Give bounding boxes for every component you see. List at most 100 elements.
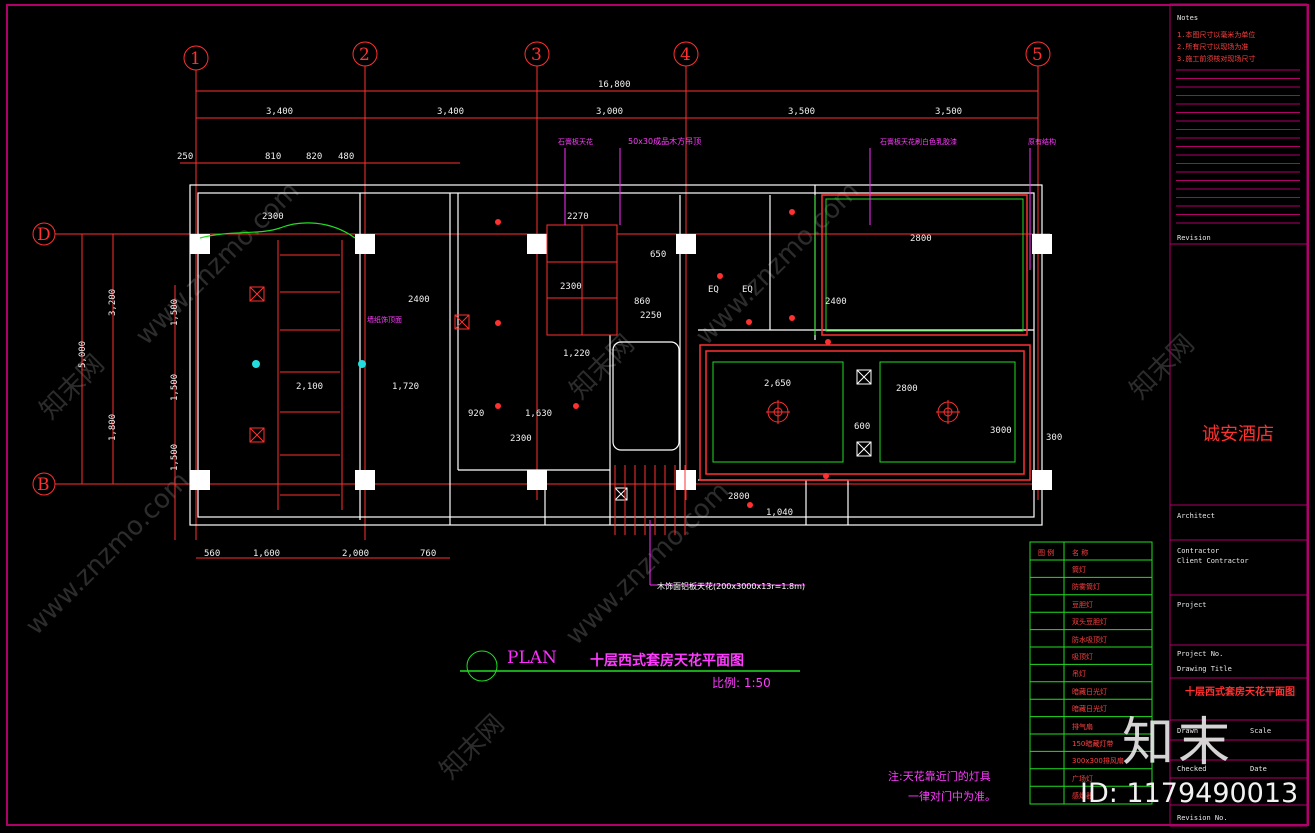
dim-bottom: 2,000 xyxy=(342,549,369,559)
tb-contractor-label: Contractor xyxy=(1177,547,1220,555)
left-dimension-lines xyxy=(81,234,176,540)
tb-checked-label: Checked xyxy=(1177,765,1207,773)
dim-height: 2800 xyxy=(896,384,918,394)
tb-drawn-label: Drawn xyxy=(1177,727,1199,735)
ceiling-beams xyxy=(277,240,343,510)
dim-height: 2800 xyxy=(910,234,932,244)
dim-height: 3000 xyxy=(990,426,1012,436)
note-line-2: 一律对门中为准。 xyxy=(908,790,996,803)
ceiling-rooms xyxy=(699,194,1031,481)
grid-label-D: D xyxy=(37,225,51,245)
callout-text: 木饰面铝板天花(200x3000x13r=1.8m) xyxy=(657,581,805,591)
tb-note: 3.施工前须核对现场尺寸 xyxy=(1177,55,1256,63)
legend-header: 名 称 xyxy=(1072,549,1089,557)
plan-title: 十层西式套房天花平面图 xyxy=(590,653,744,669)
callout-leaders xyxy=(564,148,1031,586)
tb-notes-label: Notes xyxy=(1177,14,1199,22)
tb-project-no-label: Project No. xyxy=(1177,650,1224,658)
watermark-id: ID: 1179490013 xyxy=(1080,778,1299,809)
dim-interior: 2,650 xyxy=(764,379,791,389)
watermark-logo: 知末 xyxy=(1122,713,1235,773)
note-line-1: 注:天花靠近门的灯具 xyxy=(888,770,991,783)
dim-left-1500: 1,500 xyxy=(170,374,180,401)
callout-text: 石膏板天花 xyxy=(558,137,593,146)
grid-axis-rows xyxy=(32,222,1050,496)
legend-item: 吊灯 xyxy=(1072,670,1086,679)
hotel-name: 诚安酒店 xyxy=(1202,424,1274,445)
dim-height: 2300 xyxy=(510,434,532,444)
chandelier-icon xyxy=(766,400,960,424)
dim-left-5000: 5,000 xyxy=(78,341,88,368)
callout-text: 原有结构 xyxy=(1028,137,1056,146)
wall-lamp-icon xyxy=(252,360,366,368)
tb-note: 1.本图尺寸以毫米为单位 xyxy=(1177,31,1256,39)
legend-item: 防雾筒灯 xyxy=(1072,583,1100,592)
dim-height: 2400 xyxy=(825,297,847,307)
dim-span-2: 3,400 xyxy=(437,107,464,117)
top-dimension-lines xyxy=(180,90,1038,164)
dim-interior: 920 xyxy=(468,409,484,419)
lamp-box-icon xyxy=(249,286,470,443)
grid-label-1: 1 xyxy=(190,49,201,69)
dim-span-5: 3,500 xyxy=(935,107,962,117)
structural-columns xyxy=(190,234,1052,490)
dim-span-4: 3,500 xyxy=(788,107,815,117)
dim-height: 2800 xyxy=(728,492,750,502)
plan-prefix: PLAN xyxy=(507,648,557,668)
dim-top-small: 810 xyxy=(265,152,281,162)
grid-label-2: 2 xyxy=(359,45,370,65)
plan-scale: 比例: 1:50 xyxy=(712,676,771,690)
legend-grid xyxy=(1030,559,1152,787)
dim-left-1800: 1,800 xyxy=(108,414,118,441)
tb-note: 2.所有尺寸以现场为准 xyxy=(1177,43,1249,51)
tb-revision-label: Revision xyxy=(1177,234,1211,242)
stair-hatch xyxy=(614,465,686,535)
legend-item: 防水吸顶灯 xyxy=(1072,635,1107,644)
dim-interior: 300 xyxy=(1046,433,1062,443)
grid-label-5: 5 xyxy=(1032,45,1043,65)
dim-height: 2270 xyxy=(567,212,589,222)
legend-item: 排气扇 xyxy=(1072,722,1093,731)
tb-drawing-title-label: Drawing Title xyxy=(1177,665,1232,673)
legend-item: 感烟器 xyxy=(1072,792,1093,801)
tb-drawing-title: 十层西式套房天花平面图 xyxy=(1185,687,1295,698)
dim-overall: 16,800 xyxy=(598,80,631,90)
dim-top-small: 250 xyxy=(177,152,193,162)
tb-scale-label: Scale xyxy=(1250,727,1272,735)
grid-axis-columns xyxy=(183,41,1051,540)
dim-height: 2300 xyxy=(560,282,582,292)
grid-label-B: B xyxy=(37,475,50,495)
plan-title-marker xyxy=(466,650,498,682)
callout-text: 石膏板天花刷白色乳胶漆 xyxy=(880,137,957,146)
dim-bottom: 1,600 xyxy=(253,549,280,559)
dim-interior: 1,630 xyxy=(525,409,552,419)
tb-revision-no-label: Revision No. xyxy=(1177,814,1228,822)
curved-ceiling-edge xyxy=(199,222,356,239)
dim-interior: 1,040 xyxy=(766,508,793,518)
legend-item: 150暗藏灯带 xyxy=(1072,740,1114,748)
dim-span-3: 3,000 xyxy=(596,107,623,117)
grid-label-3: 3 xyxy=(531,45,542,65)
dim-interior: 650 xyxy=(650,250,666,260)
tb-architect-label: Architect xyxy=(1177,512,1215,520)
legend-table xyxy=(1029,541,1153,805)
legend-item: 豆胆灯 xyxy=(1072,600,1093,609)
legend-item: 筒灯 xyxy=(1072,566,1086,574)
dim-height: 2400 xyxy=(408,295,430,305)
dim-bottom: 760 xyxy=(420,549,436,559)
dim-left-1500: 1,500 xyxy=(170,444,180,471)
legend-header: 图 例 xyxy=(1038,549,1055,557)
dim-interior: 1,720 xyxy=(392,382,419,392)
drawing-frame xyxy=(6,4,1309,826)
grid-label-4: 4 xyxy=(680,45,691,65)
downlight-icon xyxy=(495,209,831,508)
dim-interior: 2,100 xyxy=(296,382,323,392)
dim-left-1500: 1,500 xyxy=(170,299,180,326)
legend-item: 双头豆胆灯 xyxy=(1072,618,1107,627)
dim-bottom: 560 xyxy=(204,549,220,559)
room-label: 墙纸饰顶面 xyxy=(367,315,402,324)
dim-left-3200: 3,200 xyxy=(108,289,118,316)
green-inner-ceilings xyxy=(712,195,1024,463)
dim-span-1: 3,400 xyxy=(266,107,293,117)
